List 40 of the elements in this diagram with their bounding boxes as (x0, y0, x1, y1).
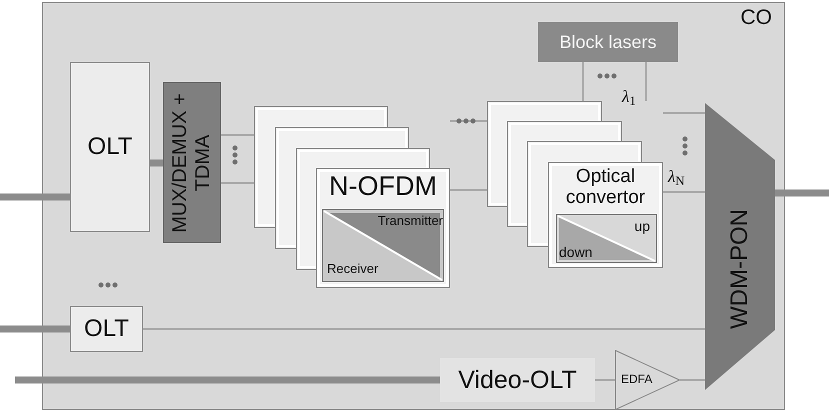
receiver-label: Receiver (327, 262, 378, 275)
fiber-line (775, 190, 829, 196)
node-label: EDFA (621, 373, 652, 385)
connector-line (450, 120, 487, 122)
mux-box (163, 82, 221, 243)
connector-line (663, 191, 705, 193)
transmitter-label: Transmitter (378, 214, 443, 227)
connector-line (582, 62, 584, 101)
fiber-line (15, 376, 440, 384)
node-label: WDM-PON (728, 209, 752, 330)
connector-line (645, 62, 647, 101)
node-label: Video-OLT (458, 368, 577, 392)
wavelength-label: λ$_{N}$ (668, 168, 685, 185)
olt-box (70, 306, 143, 352)
panel-title: CO (740, 7, 772, 28)
node-label: Block lasers (559, 33, 657, 51)
card-title: Optical convertor (564, 166, 646, 208)
connector-line (143, 328, 705, 330)
connector-line (663, 112, 705, 114)
fiber-line (0, 326, 70, 332)
laser-block (538, 22, 678, 62)
amplifier-triangle (615, 350, 680, 409)
connector-line (680, 379, 705, 381)
fiber-line (150, 160, 163, 166)
connector-line (595, 379, 615, 381)
node-label: MUX/DEMUX + TDMA (169, 92, 215, 234)
down-label: down (559, 245, 592, 259)
fiber-line (0, 194, 70, 200)
central-office-panel (42, 2, 785, 410)
connector-line (221, 182, 254, 184)
wavelength-label: λ$_{1}$ (622, 88, 636, 105)
multiplexer-trapezoid (705, 103, 775, 390)
connector-line (450, 189, 487, 191)
connector-line (221, 134, 254, 136)
video-olt-box (440, 358, 595, 402)
node-label: OLT (84, 317, 129, 341)
card-title: N-OFDM (328, 173, 438, 200)
olt-box (70, 62, 150, 232)
up-label: up (634, 219, 650, 233)
node-label: OLT (88, 135, 132, 159)
